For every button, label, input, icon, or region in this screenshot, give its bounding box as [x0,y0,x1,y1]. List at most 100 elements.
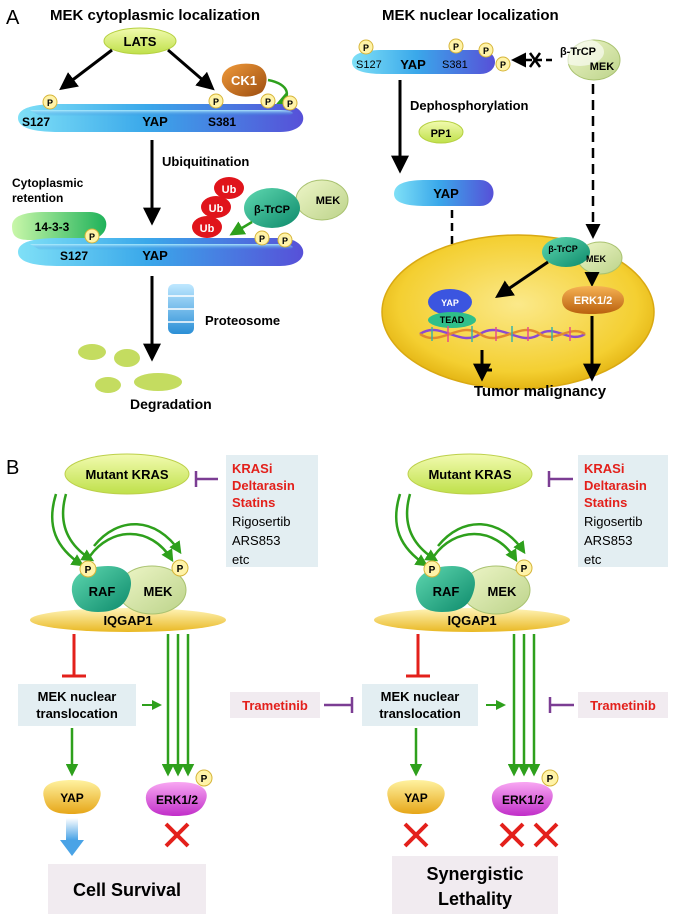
dephosphorylation-label: Dephosphorylation [410,98,529,113]
yap-bar-right: S127 YAP S381 [352,50,495,74]
raf-label-right: RAF [433,584,460,599]
p-label: P [500,60,506,70]
phospho-b-left-raf: P [79,560,97,578]
erk-b-right: ERK1/2 [491,782,553,816]
proteosome-icon [168,284,194,334]
iqgap-right [374,608,570,632]
inhib-left-4: ARS853 [232,533,280,548]
arrow-kras-raf-right-b [405,493,439,562]
arrow-kras-raf-right-a [395,493,429,567]
p-label: P [259,234,265,244]
yap-b-right: YAP [387,780,445,814]
pp1-node: PP1 [418,120,464,144]
arrow-kras-raf-left-b [61,493,95,562]
s127-label-1: S127 [22,115,50,129]
inhib-left-5: etc [232,552,250,567]
mek-right-node: MEK [461,565,531,615]
phospho-yap2-c: P [277,232,293,248]
outcome-right-1: Synergistic [426,864,523,884]
ub-label: Ub [222,184,237,196]
s381-label-right: S381 [442,59,468,71]
iqgap-label-right: IQGAP1 [447,613,496,628]
btrcp-label-left: β-TrCP [254,204,290,216]
p-label: P [363,43,369,53]
p-label: P [287,99,293,109]
dna-helix [419,326,586,342]
p-label: P [282,236,288,246]
degradation-label: Degradation [130,396,212,412]
phospho-right-c: P [478,42,494,58]
proteosome-label: Proteosome [205,313,280,328]
yap-b-left: YAP [43,780,101,814]
left-title: MEK cytoplasmic localization [50,7,260,24]
tead-label: TEAD [440,315,465,325]
arrow-raf-mek-left-a [88,532,174,563]
erk-b-left: ERK1/2 [145,782,207,816]
yap-label-1: YAP [142,114,168,129]
yap-free-right: YAP [394,180,494,206]
raf-right-node: RAF [415,566,476,612]
phospho-b-right-mek: P [515,559,533,577]
outcome-box-right [392,856,558,914]
arrow-ck1-phospho [267,78,292,107]
erk-label-b-right: ERK1/2 [502,793,544,807]
s381-label-1: S381 [208,115,236,129]
mek-label-b-left: MEK [144,584,174,599]
phospho-s381-2: P [260,93,276,109]
ubiquitin-chain: Ub Ub Ub [192,177,244,238]
mek-trans-left-2: translocation [36,706,118,721]
right-title: MEK nuclear localization [382,7,559,24]
ub-label: Ub [200,223,215,235]
phospho-yap2-a: P [84,228,100,244]
kras-label-right: Mutant KRAS [428,467,511,482]
yap-label-right: YAP [400,57,426,72]
outcome-left: Cell Survival [73,880,181,900]
phospho-s381-1: P [208,93,224,109]
kras-right: Mutant KRAS [407,453,533,495]
nuc-btrcp-label: β-TrCP [548,244,578,254]
iqgap-left [30,608,226,632]
tumor-malignancy-label: Tumor malignancy [474,383,607,400]
mek-label-left: MEK [316,195,341,207]
red-x-erk-right-1 [499,822,525,848]
red-x-yap-right [403,822,429,848]
degradation-fragments [78,344,182,393]
trametinib-left: Trametinib [242,698,308,713]
p-label: P [483,46,489,56]
yap-tead-complex: YAP TEAD [428,289,476,328]
mek-trans-right-1: MEK nuclear [381,689,460,704]
arrow-raf-mek-left-b [93,523,182,555]
arrow-btrcp-ub [229,220,253,236]
yap-label-2: YAP [142,248,168,263]
p-label: P [201,774,208,785]
raf-left-node: RAF [71,566,132,612]
s127-label-right: S127 [356,59,382,71]
p-label: P [521,564,528,575]
mek-trans-right-2: translocation [379,706,461,721]
phospho-erk-b-left: P [195,769,213,787]
ck1-node: CK1 [221,63,267,97]
mek-translocation-box-left [18,684,136,726]
p-label: P [47,98,53,108]
p-label: P [177,564,184,575]
cyto-retention-2: retention [12,191,63,205]
outcome-box-left [48,864,206,914]
p-label: P [547,774,554,785]
mek-translocation-box-right [362,684,478,726]
mek-trans-left-1: MEK nuclear [38,689,117,704]
block-x-2 [528,52,542,68]
s127-label-2: S127 [60,249,88,263]
yap-small-label: YAP [441,298,459,308]
btrcp-label-right: β-TrCP [560,46,596,58]
p-label: P [85,565,92,576]
phospho-erk-b-right: P [541,769,559,787]
yap-label-b-right: YAP [404,791,428,805]
label-14-3-3: 14-3-3 [35,220,70,234]
inhib-right-3: Rigosertib [584,514,643,529]
inhib-right-1: Deltarasin [584,478,647,493]
trametinib-box-left [230,692,320,718]
p-label: P [89,232,95,242]
arrow-raf-mek-right-a [432,532,518,563]
arrow-mek-to-yap-nuc [495,260,549,299]
